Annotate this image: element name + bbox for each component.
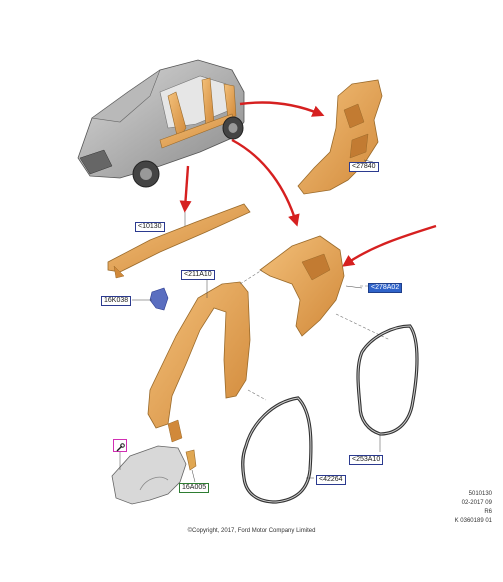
meta-line-3: R6 — [484, 509, 492, 515]
pointer-arrows — [179, 101, 437, 267]
meta-line-4: K 0360189 01 — [454, 518, 492, 524]
body-side-frame — [147, 281, 251, 429]
tool-icon[interactable] — [113, 439, 127, 452]
leader-lines — [119, 159, 381, 483]
rear-quarter-panel — [259, 235, 345, 337]
vehicle-illustration — [77, 59, 245, 188]
rocker-panel — [107, 203, 251, 273]
arrow-callout — [342, 224, 437, 267]
arrow-to-quarter-panel — [231, 138, 300, 227]
label-16K038[interactable]: 16K038 — [101, 296, 132, 306]
label-278A02[interactable]: <278A02 — [368, 283, 403, 293]
label-16A005[interactable]: 16A005 — [179, 483, 210, 493]
label-211A10[interactable]: <211A10 — [181, 270, 215, 280]
front-door-seal — [241, 396, 313, 504]
copyright-notice: ©Copyright, 2017, Ford Motor Company Lim… — [187, 528, 316, 534]
bracket-part — [149, 287, 169, 311]
fender-bracket — [185, 449, 197, 471]
label-10130[interactable]: <10130 — [135, 222, 165, 232]
meta-line-2: 02-2017 09 — [461, 500, 492, 506]
meta-line-1: 5010130 — [468, 491, 492, 497]
label-27840[interactable]: <27840 — [349, 162, 379, 172]
label-253A10[interactable]: <253A10 — [349, 455, 384, 465]
rear-quarter-inner-panel — [297, 79, 383, 195]
front-fender — [111, 445, 187, 505]
wrench-icon — [116, 443, 125, 452]
label-42264[interactable]: <42264 — [316, 475, 346, 485]
arrow-to-rear-quarter — [239, 101, 325, 117]
arrow-to-rocker — [179, 165, 192, 213]
diagram-meta: 5010130 02-2017 09 R6 K 0360189 01 — [455, 490, 492, 526]
